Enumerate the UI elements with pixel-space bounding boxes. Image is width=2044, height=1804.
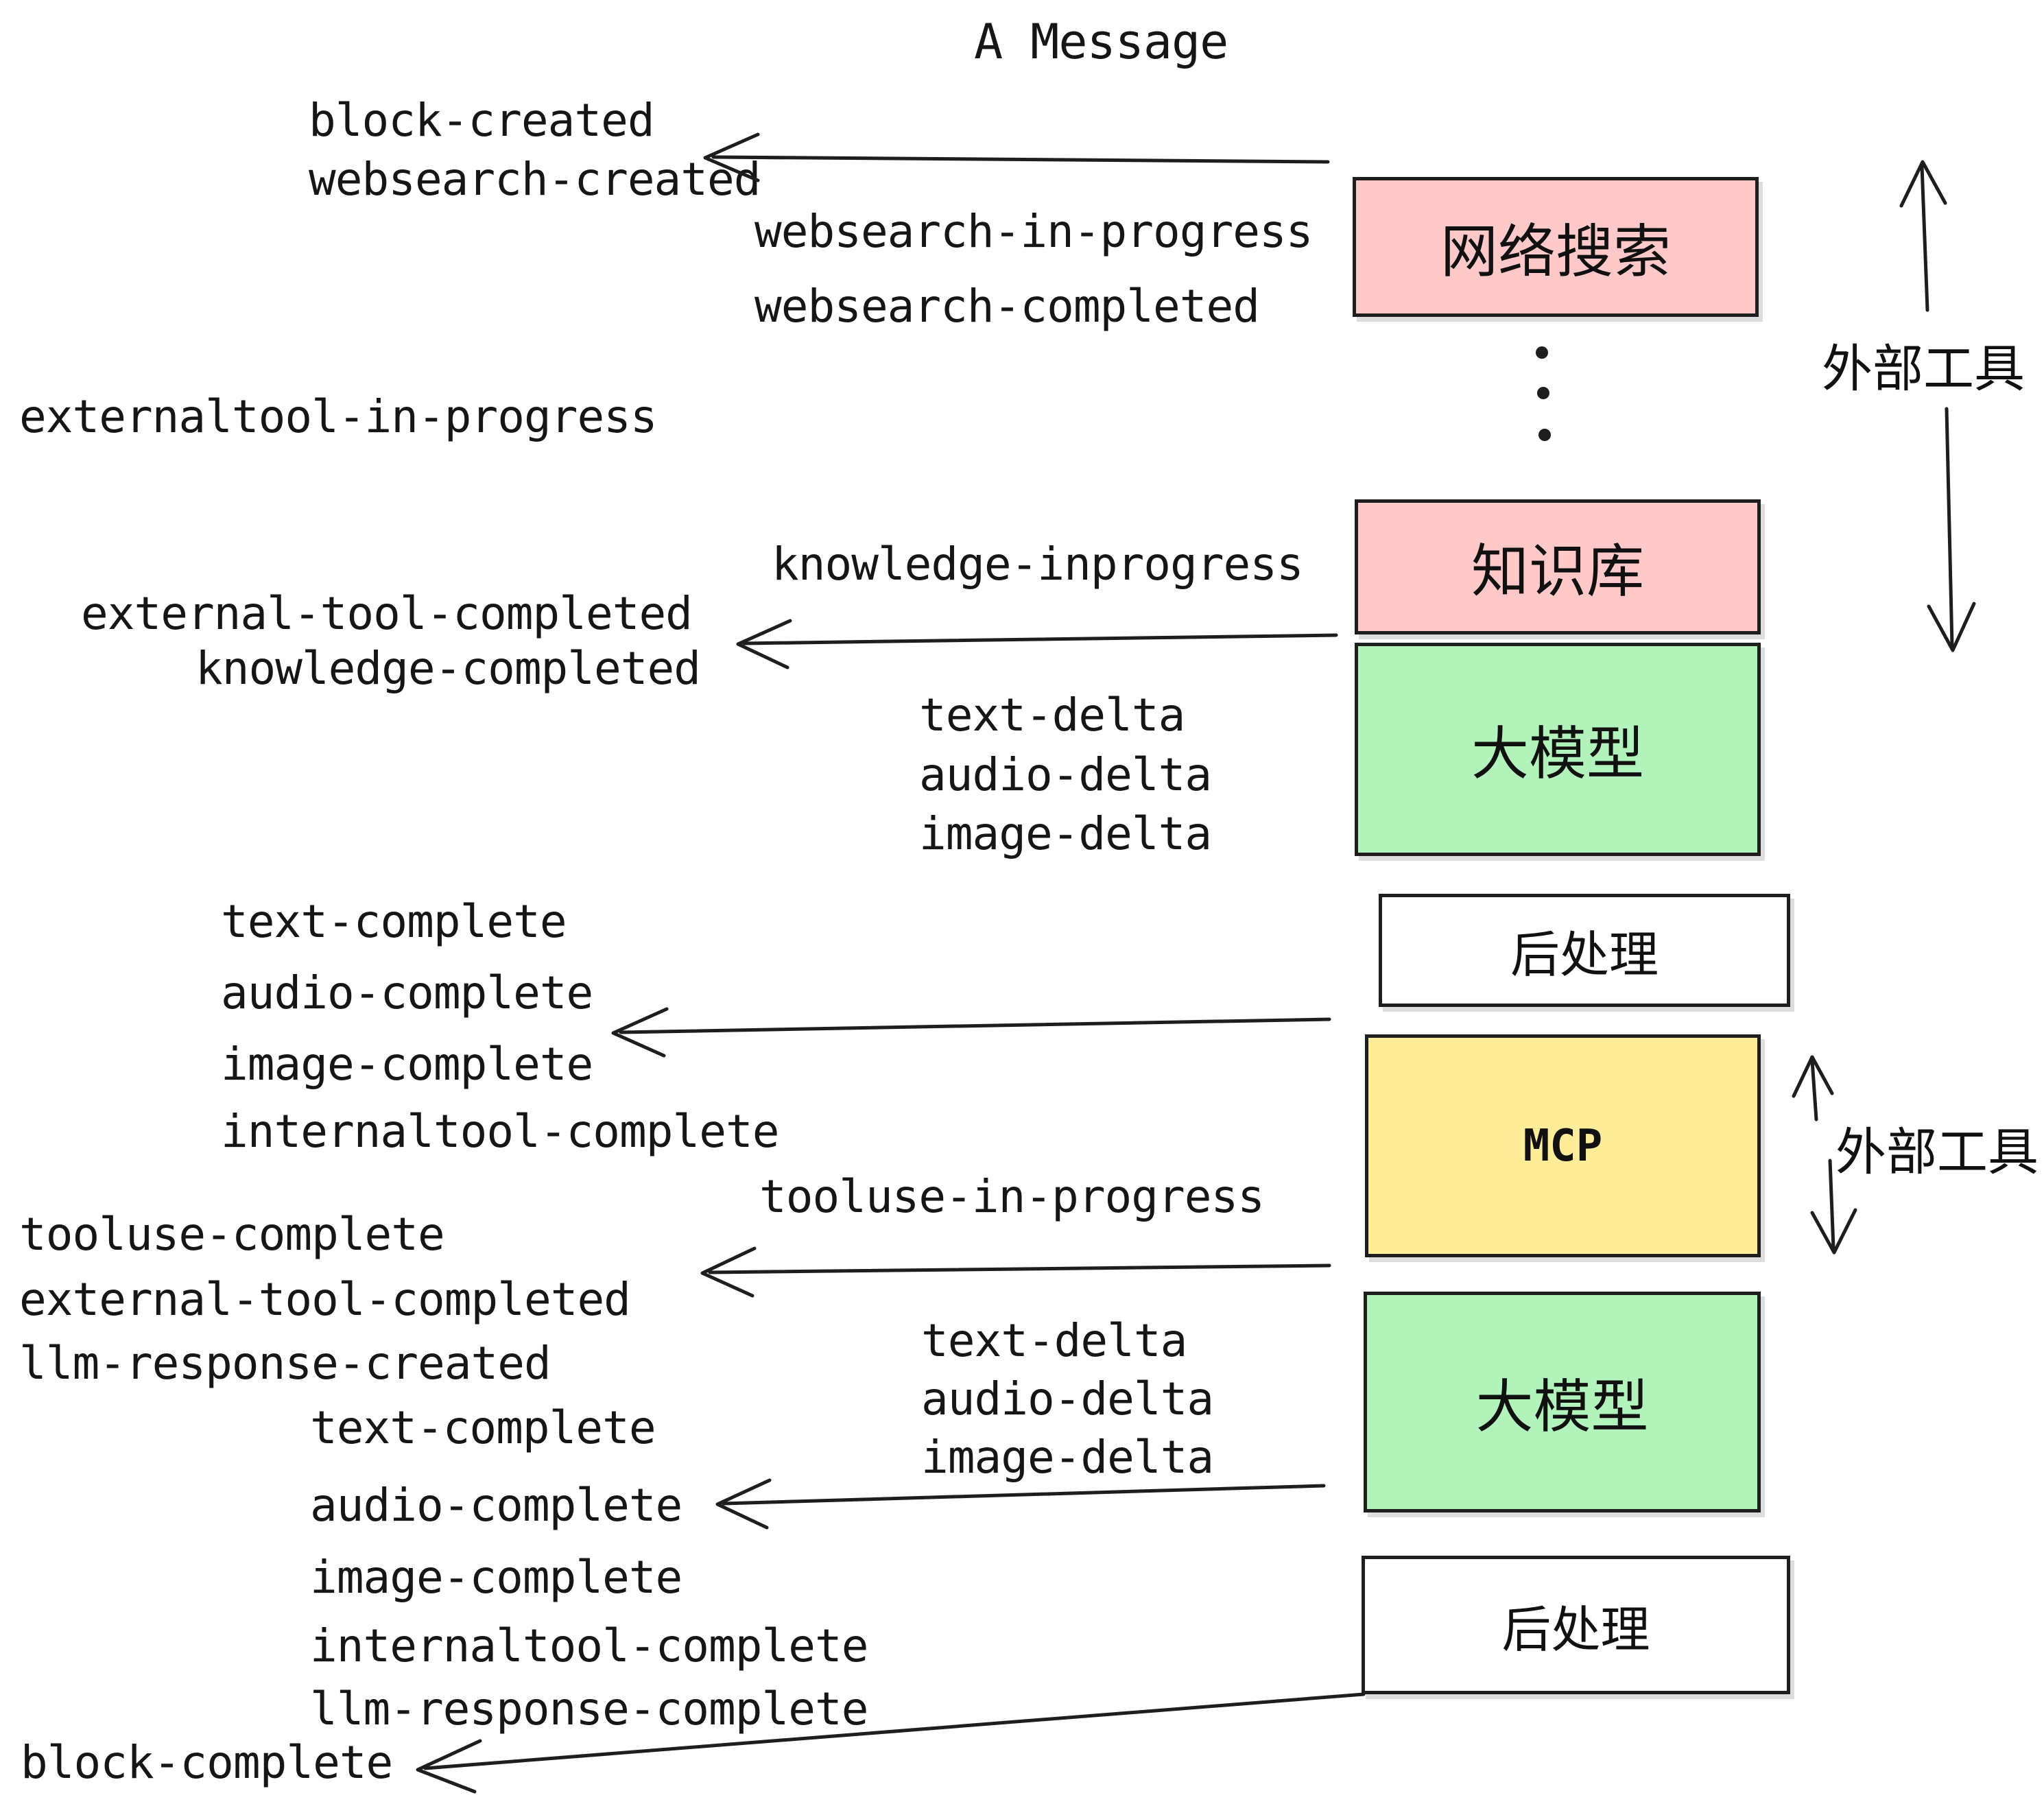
event-text-delta: text-delta	[919, 689, 1185, 741]
box-postprocess-1: 后处理	[1379, 894, 1790, 1007]
box-websearch-label: 网络搜索	[1440, 219, 1671, 284]
event-image-delta: image-delta	[919, 807, 1212, 860]
arrow-left-knowledge-completed	[736, 619, 1338, 669]
arrow-left-block-created	[703, 132, 1330, 182]
box-knowledge-label: 知识库	[1471, 539, 1644, 604]
box-websearch: 网络搜索	[1353, 177, 1759, 317]
event-text-complete-2: text-complete	[310, 1401, 656, 1454]
event-llm-response-created: llm-response-created	[19, 1337, 551, 1390]
side-label-external-tools-2: 外部工具	[1835, 1124, 2039, 1180]
event-knowledge-inprogress: knowledge-inprogress	[772, 538, 1304, 591]
event-audio-complete-2: audio-complete	[310, 1479, 682, 1532]
box-mcp-label: MCP	[1523, 1120, 1603, 1172]
side-label-external-tools-1: 外部工具	[1822, 340, 2025, 397]
event-internaltool-complete: internaltool-complete	[221, 1105, 779, 1158]
event-websearch-in-progress: websearch-in-progress	[754, 205, 1313, 258]
box-knowledge: 知识库	[1355, 499, 1761, 634]
event-block-complete: block-complete	[21, 1736, 393, 1789]
event-image-delta-2: image-delta	[921, 1431, 1214, 1484]
event-externaltool-in-progress: externaltool-in-progress	[19, 390, 658, 443]
event-text-complete: text-complete	[221, 895, 567, 948]
arrow-down-external-tools-2	[1810, 1159, 1857, 1255]
box-llm-2-label: 大模型	[1475, 1374, 1649, 1439]
event-image-complete-2: image-complete	[310, 1551, 682, 1604]
event-audio-delta: audio-delta	[919, 748, 1212, 801]
event-llm-response-complete: llm-response-complete	[310, 1683, 868, 1735]
box-llm-2: 大模型	[1364, 1292, 1761, 1512]
ellipsis-dots	[1536, 346, 1551, 441]
arrow-up-external-tools-2	[1792, 1055, 1834, 1121]
box-llm-1: 大模型	[1355, 643, 1761, 856]
box-postprocess-2: 后处理	[1362, 1556, 1790, 1694]
arrow-up-external-tools-1	[1899, 160, 1947, 312]
event-websearch-created: websearch-created	[309, 153, 761, 206]
event-image-complete: image-complete	[221, 1038, 593, 1091]
event-block-created: block-created	[309, 94, 655, 147]
box-postprocess-2-label: 后处理	[1501, 1602, 1650, 1658]
arrow-left-block-complete	[416, 1692, 1366, 1794]
event-websearch-completed: websearch-completed	[754, 280, 1260, 333]
arrow-left-image-complete	[611, 1007, 1331, 1058]
event-tooluse-in-progress: tooluse-in-progress	[759, 1170, 1265, 1223]
box-mcp: MCP	[1365, 1034, 1761, 1257]
arrow-down-external-tools-1	[1927, 407, 1976, 652]
event-external-tool-completed: external-tool-completed	[81, 587, 693, 640]
arrow-left-audio-complete	[715, 1478, 1326, 1530]
event-tooluse-complete: tooluse-complete	[19, 1208, 445, 1261]
arrow-left-tooluse-complete	[700, 1246, 1331, 1298]
diagram-title: A Message	[974, 14, 1228, 70]
event-audio-complete: audio-complete	[221, 966, 593, 1019]
event-text-delta-2: text-delta	[921, 1314, 1187, 1367]
event-knowledge-completed: knowledge-completed	[195, 642, 701, 695]
event-internaltool-complete-2: internaltool-complete	[310, 1619, 868, 1672]
event-audio-delta-2: audio-delta	[921, 1373, 1214, 1425]
box-llm-1-label: 大模型	[1471, 722, 1644, 786]
box-postprocess-1-label: 后处理	[1510, 928, 1659, 983]
event-external-tool-completed-2: external-tool-completed	[19, 1273, 631, 1326]
